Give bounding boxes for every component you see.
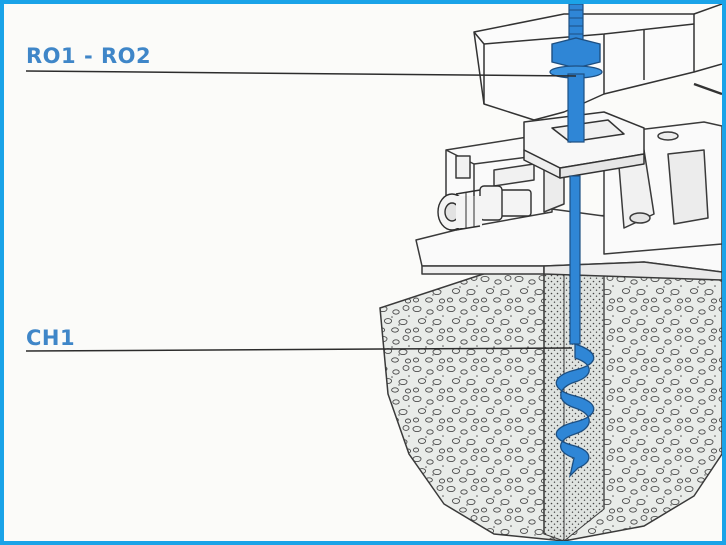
leader-line-top [25,70,577,77]
anchor-spiral [555,343,595,479]
callout-label-middle: CH1 [26,326,76,350]
hex-nut [551,37,601,69]
anchor-diagram [25,4,722,541]
clamp-bolt [437,185,532,231]
concrete-foundation [379,235,722,541]
leader-line-middle [25,347,573,352]
anchor-rod [549,4,603,479]
callout-label-top: RO1 - RO2 [26,44,152,68]
